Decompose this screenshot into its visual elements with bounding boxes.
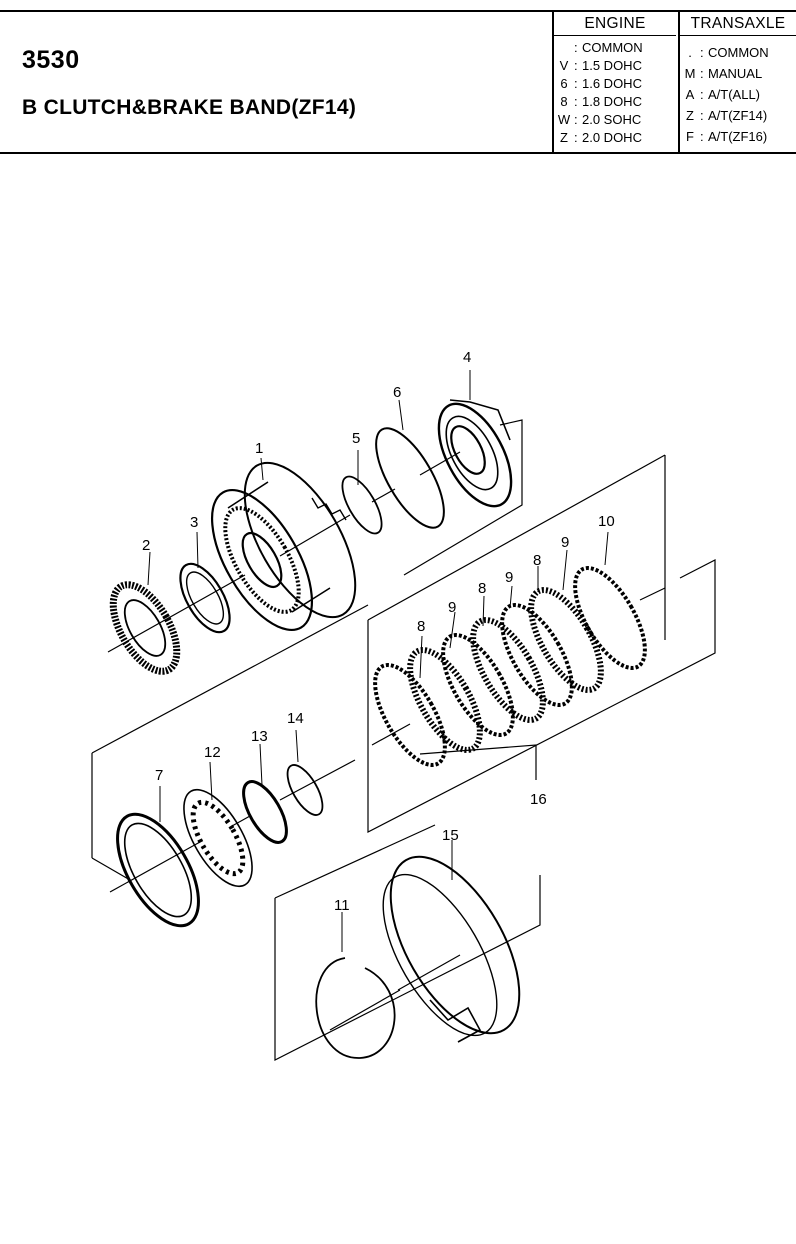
transaxle-legend: TRANSAXLE .:COMMON M:MANUAL A:A/T(ALL) Z… [678,12,796,152]
engine-label: 2.0 SOHC [582,112,642,127]
callout-9b: 9 [505,569,513,586]
callout-4: 4 [463,349,471,366]
callout-9c: 9 [561,534,569,551]
callout-14: 14 [287,710,304,727]
part-14-snap-ring [286,764,324,816]
clutch-pack [373,566,647,767]
callout-5: 5 [352,430,360,447]
engine-code: V [559,58,569,73]
callout-6: 6 [393,384,401,401]
engine-code: W [557,112,571,127]
transaxle-label: MANUAL [708,66,763,81]
engine-row: V:1.5 DOHC [554,57,676,75]
callout-12: 12 [204,744,221,761]
part-5-snap-ring [341,475,383,535]
engine-code: 8 [560,94,568,109]
engine-code: 6 [560,76,568,91]
transaxle-code: . [688,45,692,60]
callout-10: 10 [598,513,615,530]
part-11-snap-ring [315,957,396,1059]
legend-table: ENGINE :COMMON V:1.5 DOHC 6:1.6 DOHC 8:1… [552,12,796,152]
part-7-piston [116,812,200,928]
callout-7: 7 [155,767,163,784]
engine-row: :COMMON [554,39,676,57]
engine-heading: ENGINE [554,12,676,36]
transaxle-code: A [685,87,695,102]
transaxle-code: Z [686,108,694,123]
transaxle-heading: TRANSAXLE [680,12,796,36]
callout-1: 1 [255,440,263,457]
callout-13: 13 [251,728,268,745]
engine-label: 1.6 DOHC [582,76,642,91]
transaxle-label: COMMON [708,45,769,60]
part-6-snap-ring [375,427,445,529]
transaxle-row: Z:A/T(ZF14) [680,105,796,126]
engine-row: Z:2.0 DOHC [554,129,676,147]
transaxle-label: A/T(ZF16) [708,129,768,144]
callout-2: 2 [142,537,150,554]
part-13-ring [242,780,288,844]
callout-9a: 9 [448,599,456,616]
engine-label: 1.5 DOHC [582,58,642,73]
transaxle-code: F [686,129,694,144]
engine-label: 1.8 DOHC [582,94,642,109]
part-1-clutch-drum [210,461,357,632]
part-4-retainer [437,399,513,508]
header-bar: 3530 B CLUTCH&BRAKE BAND(ZF14) ENGINE :C… [0,10,796,154]
page-title: B CLUTCH&BRAKE BAND(ZF14) [22,96,357,119]
transaxle-code: M [684,66,696,81]
callout-8b: 8 [478,580,486,597]
transaxle-row: F:A/T(ZF16) [680,126,796,147]
transaxle-row: A:A/T(ALL) [680,84,796,105]
engine-label: COMMON [582,40,643,55]
part-15-brake-band [382,855,521,1043]
engine-code: Z [560,130,568,145]
engine-legend: ENGINE :COMMON V:1.5 DOHC 6:1.6 DOHC 8:1… [552,12,676,152]
callout-11: 11 [334,897,350,914]
callout-8a: 8 [417,618,425,635]
transaxle-label: A/T(ALL) [708,87,761,102]
engine-row: 6:1.6 DOHC [554,75,676,93]
part-2-gear [109,581,181,675]
transaxle-row: M:MANUAL [680,63,796,84]
transaxle-row: .:COMMON [680,42,796,63]
page-code: 3530 [22,46,80,74]
callout-15: 15 [442,827,459,844]
transaxle-label: A/T(ZF14) [708,108,768,123]
callout-8c: 8 [533,552,541,569]
part-12-spring-plate [183,788,253,888]
callout-3: 3 [190,514,198,531]
engine-row: W:2.0 SOHC [554,111,676,129]
engine-row: 8:1.8 DOHC [554,93,676,111]
callout-16: 16 [530,791,547,808]
engine-label: 2.0 DOHC [582,130,642,145]
